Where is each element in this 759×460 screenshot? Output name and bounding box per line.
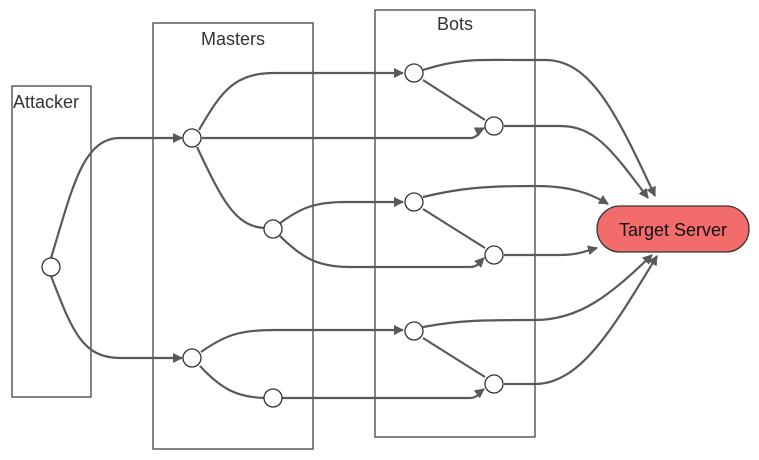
masters-label: Masters — [201, 29, 265, 49]
masters-group: Masters — [152, 22, 314, 450]
edge-master1-master3 — [196, 146, 265, 230]
edge-bot4-target — [504, 245, 598, 257]
target-server-box — [596, 205, 750, 253]
master-node-2 — [182, 348, 202, 368]
edge-attacker-master2 — [49, 275, 183, 363]
edge-bot6-target — [504, 255, 658, 386]
master-node-3 — [263, 219, 283, 239]
edge-bot1-target — [422, 58, 656, 197]
bot-node-3 — [404, 192, 424, 212]
bot-node-2 — [484, 116, 504, 136]
edges — [49, 58, 658, 400]
bot-node-1 — [404, 63, 424, 83]
edge-bot3-target — [422, 184, 609, 205]
attacker-node — [41, 257, 61, 277]
bots-box — [374, 9, 536, 438]
target-server-label: Target Server — [619, 220, 727, 240]
edge-master1-bot1 — [198, 68, 404, 131]
edge-bot5-target — [422, 254, 653, 329]
edge-master3-bot3 — [278, 197, 404, 225]
nodes — [41, 63, 504, 408]
edge-master4-bot6 — [282, 388, 485, 400]
bots-group: Bots — [374, 9, 536, 438]
edge-master2-bot5 — [200, 325, 404, 353]
edge-master2-master4 — [199, 365, 265, 400]
edge-master1-bot2 — [202, 127, 485, 140]
bot-node-4 — [484, 245, 504, 265]
target-server: Target Server — [596, 205, 750, 253]
bots-label: Bots — [437, 14, 473, 34]
edge-bot3-bot4 — [422, 208, 486, 249]
edge-bot1-bot2 — [422, 79, 486, 121]
edge-bot2-target — [504, 124, 649, 199]
attacker-label: Attacker — [13, 92, 79, 112]
edge-bot5-bot6 — [422, 337, 486, 378]
bot-node-6 — [484, 374, 504, 394]
edge-attacker-master1 — [49, 133, 183, 259]
bot-node-5 — [404, 321, 424, 341]
attacker-box — [11, 85, 92, 398]
master-node-4 — [263, 388, 283, 408]
edge-master3-bot4 — [279, 235, 485, 269]
attacker-group: Attacker — [11, 85, 92, 398]
master-node-1 — [182, 128, 202, 148]
masters-box — [152, 22, 314, 450]
